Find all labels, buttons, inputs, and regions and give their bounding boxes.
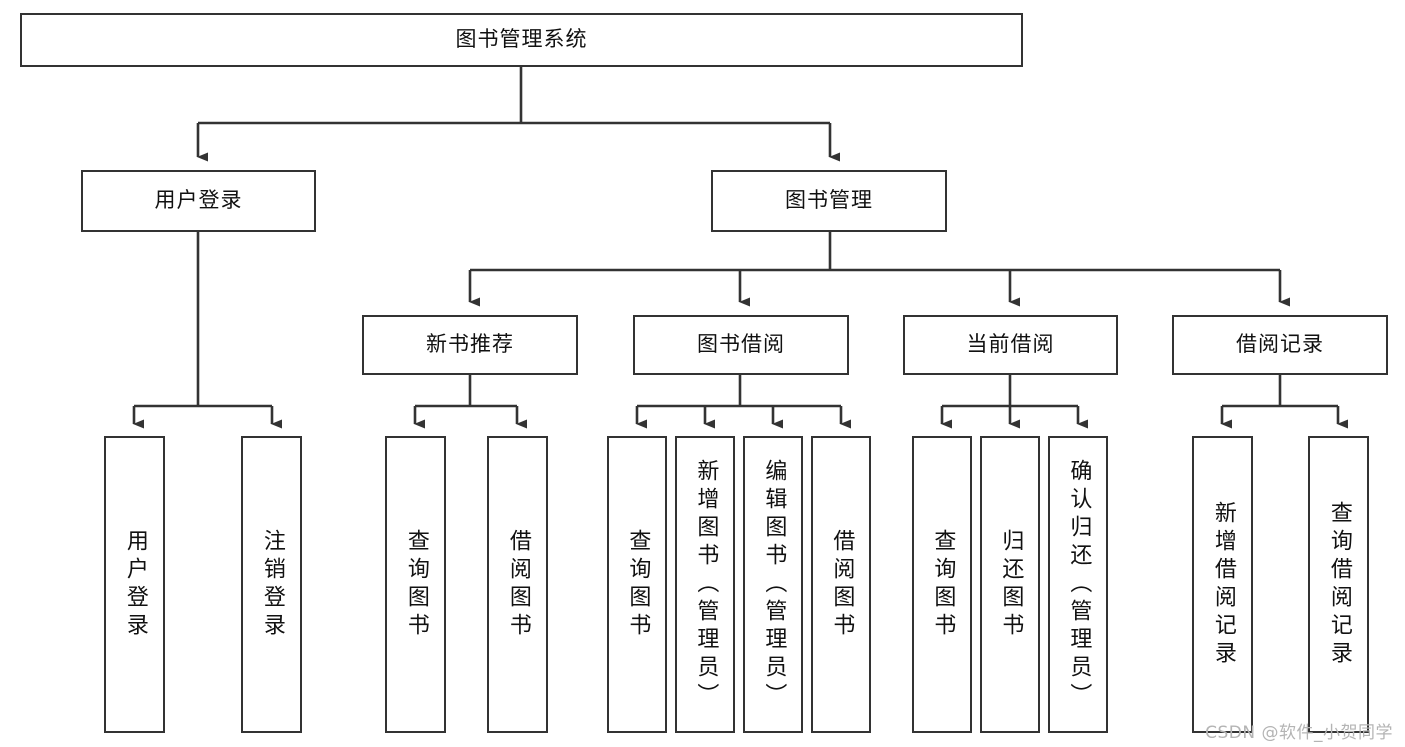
node-book-borrow[interactable]: 图书借阅 (633, 315, 849, 375)
leaf-label: 查询图书 (625, 528, 651, 641)
leaf-label: 归还图书 (998, 528, 1024, 641)
leaf-label: 借阅图书 (829, 528, 855, 641)
watermark-text: CSDN @软件_小贺同学 (1205, 723, 1393, 743)
leaf-current-borrow-return[interactable]: 归还图书 (980, 436, 1040, 733)
leaf-label: 用户登录 (122, 528, 148, 641)
leaf-label: 新增图书（管理员） (693, 458, 719, 711)
node-book-management[interactable]: 图书管理 (711, 170, 947, 232)
leaf-borrow-record-query[interactable]: 查询借阅记录 (1308, 436, 1369, 733)
node-root-system[interactable]: 图书管理系统 (20, 13, 1023, 67)
leaf-current-borrow-query[interactable]: 查询图书 (912, 436, 972, 733)
leaf-user-login-logout[interactable]: 注销登录 (241, 436, 302, 733)
leaf-label: 借阅图书 (505, 528, 531, 641)
node-user-login[interactable]: 用户登录 (81, 170, 316, 232)
leaf-borrow-record-add[interactable]: 新增借阅记录 (1192, 436, 1253, 733)
leaf-book-borrow-borrow[interactable]: 借阅图书 (811, 436, 871, 733)
leaf-label: 编辑图书（管理员） (761, 458, 787, 711)
node-borrow-record[interactable]: 借阅记录 (1172, 315, 1388, 375)
leaf-user-login-login[interactable]: 用户登录 (104, 436, 165, 733)
leaf-label: 查询图书 (930, 528, 956, 641)
leaf-label: 查询借阅记录 (1326, 500, 1352, 669)
leaf-new-book-borrow[interactable]: 借阅图书 (487, 436, 548, 733)
leaf-label: 注销登录 (259, 528, 285, 641)
node-new-book-recommend[interactable]: 新书推荐 (362, 315, 578, 375)
leaf-book-borrow-query[interactable]: 查询图书 (607, 436, 667, 733)
leaf-label: 新增借阅记录 (1210, 500, 1236, 669)
leaf-book-borrow-edit-admin[interactable]: 编辑图书（管理员） (743, 436, 803, 733)
node-current-borrow[interactable]: 当前借阅 (903, 315, 1118, 375)
leaf-book-borrow-add-admin[interactable]: 新增图书（管理员） (675, 436, 735, 733)
leaf-current-borrow-confirm-admin[interactable]: 确认归还（管理员） (1048, 436, 1108, 733)
leaf-new-book-query[interactable]: 查询图书 (385, 436, 446, 733)
leaf-label: 确认归还（管理员） (1066, 458, 1092, 711)
leaf-label: 查询图书 (403, 528, 429, 641)
